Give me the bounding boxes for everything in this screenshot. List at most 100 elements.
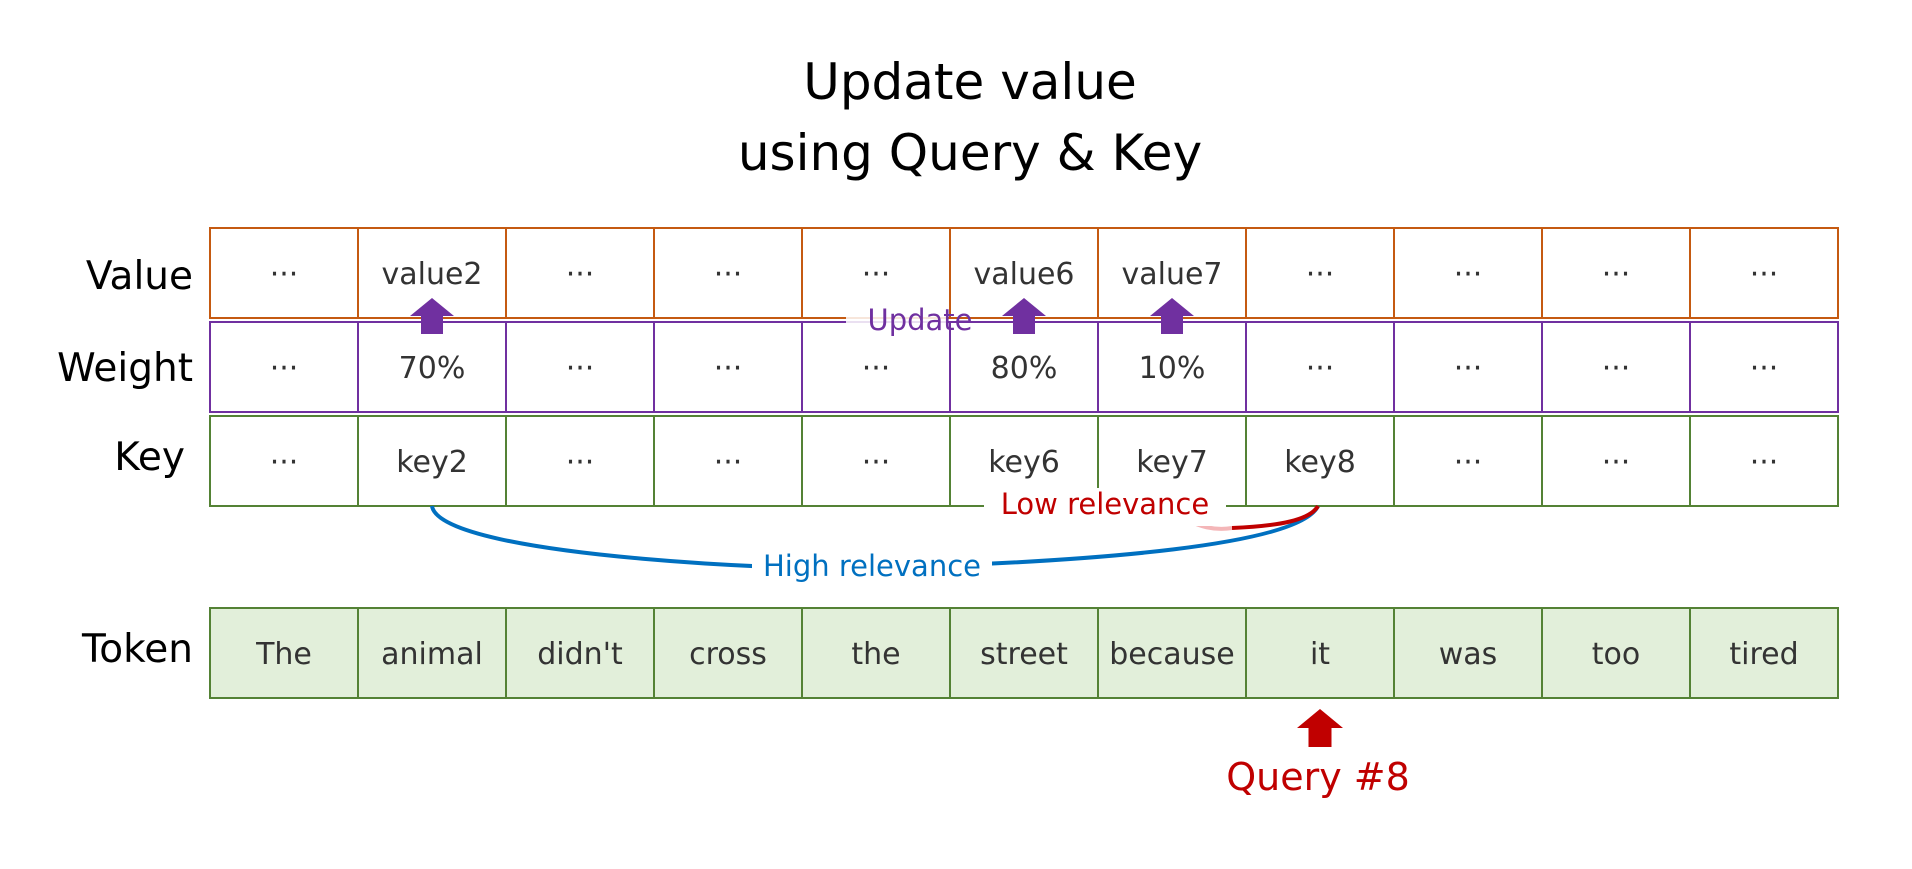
value-cell (1541, 227, 1691, 319)
key-cell-text: ··· (270, 445, 299, 480)
weight-cell (1689, 321, 1839, 413)
key-cell (505, 415, 655, 507)
value-cell-text: ··· (1602, 257, 1631, 292)
value-cell-text: ··· (1750, 257, 1779, 292)
key-cell-text: ··· (714, 445, 743, 480)
token-cell (1689, 607, 1839, 699)
update-arrow-icon (410, 298, 454, 334)
weight-cell-text: ··· (1306, 351, 1335, 386)
weight-cell (653, 321, 803, 413)
update-arrow-icon (1002, 298, 1046, 334)
token-cell-text: it (1310, 637, 1330, 672)
token-cell (1541, 607, 1691, 699)
title-line-1: Update value (803, 53, 1137, 111)
value-cell (1393, 227, 1543, 319)
token-cell-text: was (1439, 637, 1498, 672)
low-relevance-label: Low relevance (1001, 487, 1209, 521)
low-relevance-curve (1231, 504, 1320, 530)
value-cell-text: ··· (862, 257, 891, 292)
row-label-token: Token (81, 627, 193, 672)
token-cell (505, 607, 655, 699)
value-cell-text: value6 (973, 257, 1074, 292)
key-cell (209, 415, 359, 507)
token-cell-text: because (1109, 637, 1234, 672)
weight-cell (949, 321, 1099, 413)
token-cell-text: didn't (537, 637, 623, 672)
weight-cell-text: ··· (566, 351, 595, 386)
key-cell-text: ··· (1750, 445, 1779, 480)
value-cell (1245, 227, 1395, 319)
weight-cell (1245, 321, 1395, 413)
token-cell-text: the (851, 637, 900, 672)
query-arrow-icon (1297, 709, 1343, 747)
token-cell (1245, 607, 1395, 699)
key-row: ··· key2 ··· ··· ··· key6 key7 key8 ··· ··· ··· (209, 415, 1839, 507)
key-cell-text: key6 (988, 445, 1060, 480)
token-cell (209, 607, 359, 699)
value-cell-text: ··· (270, 257, 299, 292)
value-cell (653, 227, 803, 319)
query-label: Query #8 (1226, 755, 1410, 799)
weight-cell-text: ··· (1602, 351, 1631, 386)
value-cell (209, 227, 359, 319)
high-relevance-label-backdrop (752, 548, 992, 586)
key-cell-text: key7 (1136, 445, 1208, 480)
value-cell-text: ··· (714, 257, 743, 292)
token-row: The animal didn't cross the street because it wa… (209, 607, 1839, 699)
update-label: Update (867, 303, 972, 337)
token-cell (1097, 607, 1247, 699)
key-cell (1689, 415, 1839, 507)
token-cell (653, 607, 803, 699)
weight-cell-text: ··· (270, 351, 299, 386)
update-arrows (410, 298, 1194, 334)
low-relevance-label-backdrop (984, 488, 1226, 526)
row-label-key: Key (114, 435, 185, 480)
high-relevance-label: High relevance (763, 549, 981, 583)
value-cell-text: value7 (1121, 257, 1222, 292)
token-cell-text: too (1592, 637, 1640, 672)
weight-cell-text: ··· (714, 351, 743, 386)
weight-row: ··· 70% ··· ··· ··· 80% 10% ··· ··· ··· ··· (209, 321, 1839, 413)
token-cell (1393, 607, 1543, 699)
weight-cell-text: ··· (862, 351, 891, 386)
query-arrow-shape (1297, 709, 1343, 747)
key-cell (653, 415, 803, 507)
token-cell-text: The (255, 637, 312, 672)
key-cell (801, 415, 951, 507)
title-line-2: using Query & Key (738, 124, 1202, 182)
key-cell-text: key2 (396, 445, 468, 480)
value-cell (1689, 227, 1839, 319)
key-cell-text: ··· (862, 445, 891, 480)
key-cell (1541, 415, 1691, 507)
token-cell-text: street (980, 637, 1068, 672)
weight-cell-text: 70% (399, 351, 466, 386)
key-cell-text: ··· (1602, 445, 1631, 480)
weight-cell (1393, 321, 1543, 413)
weight-cell-text: 80% (991, 351, 1058, 386)
token-cell-text: cross (689, 637, 767, 672)
value-cell-text: ··· (1306, 257, 1335, 292)
key-cell-text: key8 (1284, 445, 1356, 480)
value-cell-text: ··· (566, 257, 595, 292)
update-label-backdrop (846, 302, 946, 338)
key-cell (1245, 415, 1395, 507)
weight-cell-text: ··· (1454, 351, 1483, 386)
weight-cell-text: ··· (1750, 351, 1779, 386)
key-cell-text: ··· (1454, 445, 1483, 480)
token-cell (801, 607, 951, 699)
key-cell-text: ··· (566, 445, 595, 480)
token-cell-text: animal (381, 637, 483, 672)
weight-cell (505, 321, 655, 413)
row-label-weight: Weight (57, 346, 193, 391)
weight-cell (1097, 321, 1247, 413)
value-row: ··· value2 ··· ··· ··· value6 value7 ··· ··· ··· ·… (209, 227, 1839, 319)
key-cell (357, 415, 507, 507)
row-label-value: Value (86, 254, 193, 299)
value-cell-text: ··· (1454, 257, 1483, 292)
value-cell-text: value2 (381, 257, 482, 292)
weight-cell-text: 10% (1139, 351, 1206, 386)
update-arrow-icon (1150, 298, 1194, 334)
token-cell-text: tired (1729, 637, 1798, 672)
key-cell (1393, 415, 1543, 507)
